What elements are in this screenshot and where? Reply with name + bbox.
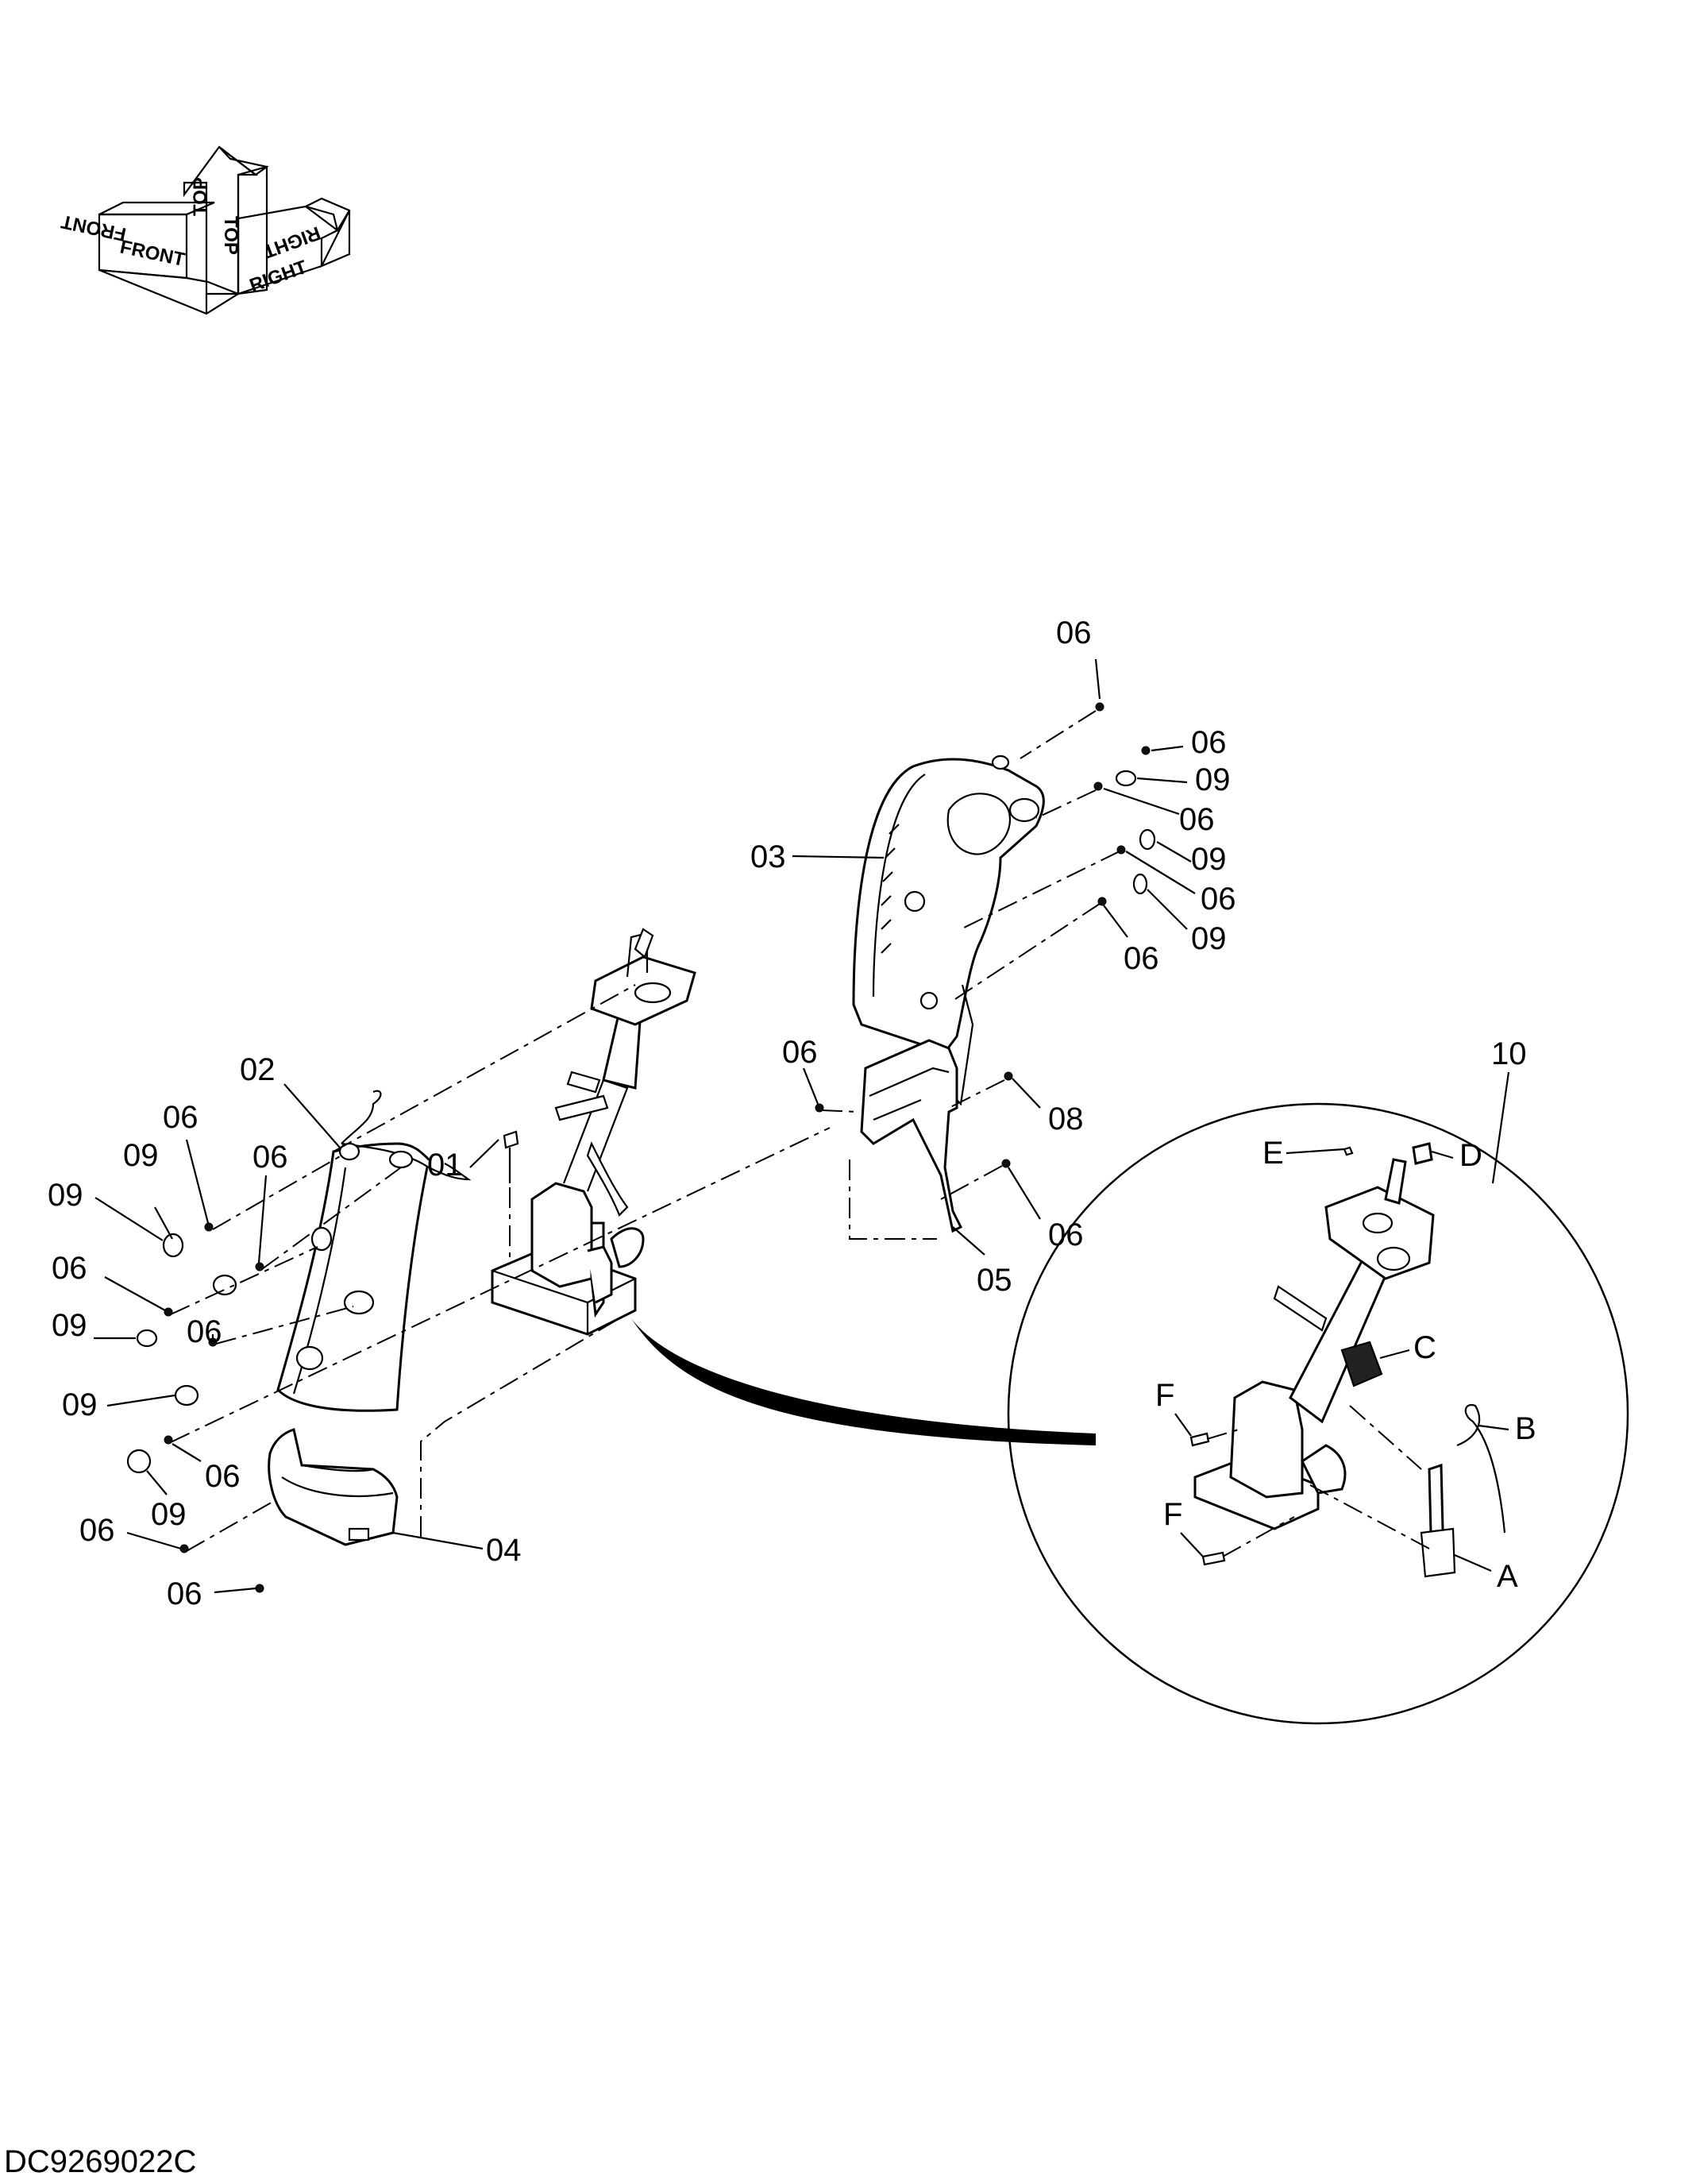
rings — [126, 770, 1156, 1474]
callout-09: 09 — [48, 1178, 83, 1213]
callout-03: 03 — [750, 839, 786, 874]
callout-09: 09 — [1191, 921, 1227, 956]
callout-06: 06 — [1191, 725, 1227, 760]
label-C: C — [1413, 1330, 1436, 1365]
callout-06: 06 — [782, 1035, 818, 1070]
callout-labels: 06 06 09 06 09 06 09 06 03 06 08 06 05 0… — [48, 615, 1527, 1611]
callout-09: 09 — [1191, 842, 1227, 877]
assembly-lines — [170, 710, 1120, 1552]
drawing-number: DC9269022C — [4, 2144, 196, 2179]
callout-06: 06 — [1179, 802, 1215, 837]
callout-06: 06 — [1201, 882, 1236, 916]
callout-09: 09 — [1195, 762, 1231, 797]
detail-letter-labels: E D C B A F F — [1155, 1136, 1536, 1594]
callout-08: 08 — [1048, 1102, 1084, 1136]
orientation-icon: FRONT FRONT TOP TOP RIGHT RIGHT — [59, 145, 351, 315]
callout-09: 09 — [123, 1138, 159, 1173]
callout-06: 06 — [205, 1459, 241, 1494]
callout-06: 06 — [1056, 615, 1092, 650]
leader-lines — [94, 658, 1510, 1594]
top-label: TOP — [220, 216, 241, 255]
steering-column-assembly — [491, 928, 696, 1336]
callout-09: 09 — [62, 1387, 98, 1422]
label-D: D — [1459, 1138, 1482, 1173]
callout-10: 10 — [1491, 1036, 1527, 1071]
callout-06: 06 — [1048, 1217, 1084, 1252]
callout-02: 02 — [240, 1052, 276, 1087]
part-02-front-cover — [276, 1090, 472, 1412]
part-03-upper-cover — [852, 754, 1045, 1106]
label-F: F — [1155, 1378, 1174, 1413]
callout-06: 06 — [1124, 941, 1159, 976]
callout-06: 06 — [52, 1251, 87, 1286]
label-A: A — [1497, 1559, 1518, 1594]
callout-06: 06 — [79, 1513, 115, 1548]
top-label-mirror: TOP — [190, 177, 211, 216]
fasteners — [164, 702, 1151, 1593]
label-B: B — [1515, 1411, 1536, 1446]
detail-connector — [631, 1318, 1096, 1445]
callout-01: 01 — [427, 1148, 463, 1183]
callout-09: 09 — [52, 1308, 87, 1343]
callout-06: 06 — [163, 1100, 199, 1135]
callout-04: 04 — [486, 1533, 522, 1568]
right-label-mirror: RIGHT — [260, 222, 323, 262]
callout-06: 06 — [187, 1314, 222, 1349]
front-label: FRONT — [118, 236, 187, 271]
part-05-bracket — [860, 1039, 963, 1233]
label-F: F — [1163, 1497, 1182, 1532]
right-label: RIGHT — [247, 257, 310, 297]
callout-09: 09 — [151, 1497, 187, 1532]
front-label-mirror: FRONT — [59, 210, 128, 245]
callout-06: 06 — [167, 1576, 202, 1611]
callout-05: 05 — [977, 1263, 1012, 1298]
detail-view-10 — [1007, 1102, 1629, 1725]
part-04-lower-cover — [268, 1428, 399, 1546]
callout-06: 06 — [252, 1140, 288, 1175]
label-E: E — [1262, 1136, 1284, 1171]
